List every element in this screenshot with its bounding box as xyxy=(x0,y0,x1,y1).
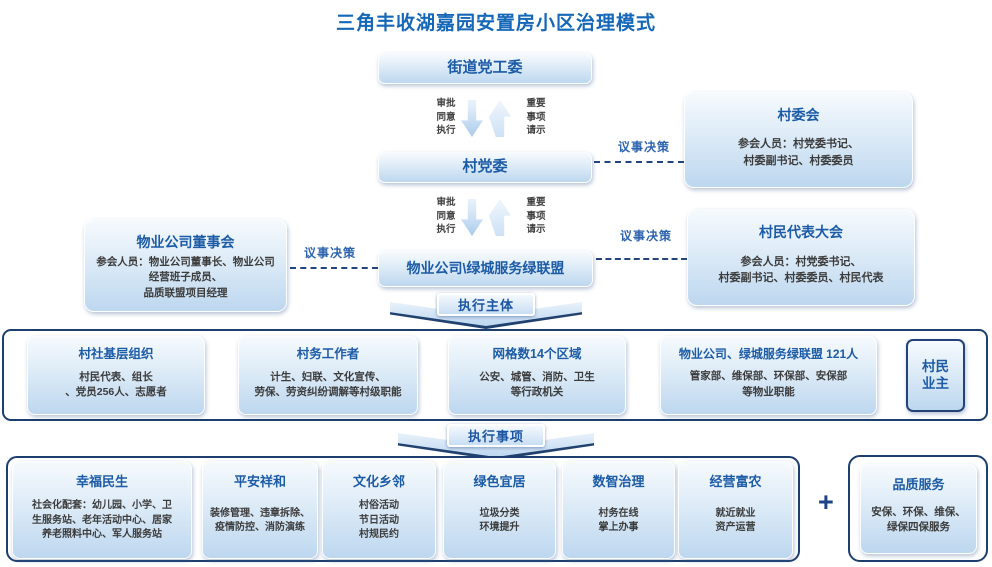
up-arrow-icon xyxy=(489,100,511,137)
executor-card-property-alliance: 物业公司、绿城服务绿联盟 121人 管家部、维保部、环保部、安保部 等物业职能 xyxy=(660,336,877,415)
task-body: 村俗活动 节日活动 村规民约 xyxy=(359,500,399,541)
street-party-committee-label: 街道党工委 xyxy=(447,59,523,77)
task-title: 经营富农 xyxy=(709,474,762,489)
task-title: 数智治理 xyxy=(592,474,645,489)
village-committee-body: 参会人员：村党委书记、 村委副书记、村委委员 xyxy=(738,138,859,167)
task-card-digital-governance: 数智治理 村务在线 掌上办事 xyxy=(562,461,675,559)
property-board-body: 参会人员：物业公司董事长、物业公司 经营班子成员、 品质联盟项目经理 xyxy=(96,255,275,300)
executor-body: 村民代表、组长 、党员256人、志愿者 xyxy=(65,370,167,399)
down-arrow-icon-2 xyxy=(461,199,483,236)
executor-title: 村社基层组织 xyxy=(78,347,154,361)
quality-service-card: 品质服务 安保、环保、维保、 绿保四保服务 xyxy=(860,464,977,554)
exec-subject-label: 执行主体 xyxy=(437,293,535,316)
quality-service-body: 安保、环保、维保、 绿保四保服务 xyxy=(871,505,966,534)
task-card-green-living: 绿色宜居 垃圾分类 环境提升 xyxy=(443,461,556,559)
task-card-safety-harmony: 平安祥和 装修管理、违章拆除、 疫情防控、消防演练 xyxy=(202,461,318,559)
property-alliance-label: 物业公司\绿城服务绿联盟 xyxy=(406,260,565,277)
page-title: 三角丰收湖嘉园安置房小区治理模式 xyxy=(335,13,656,34)
executor-card-grassroots: 村社基层组织 村民代表、组长 、党员256人、志愿者 xyxy=(27,336,205,415)
task-body: 就近就业 资产运营 xyxy=(715,507,756,534)
task-card-cultural-neighborhood: 文化乡邻 村俗活动 节日活动 村规民约 xyxy=(322,461,436,559)
property-board-title: 物业公司董事会 xyxy=(136,234,235,250)
property-alliance-box: 物业公司\绿城服务绿联盟 xyxy=(378,251,593,287)
executor-title: 村务工作者 xyxy=(296,347,360,361)
executor-title: 网格数14个区域 xyxy=(492,347,582,361)
task-title: 幸福民生 xyxy=(75,474,128,489)
task-card-prosperous-farming: 经营富农 就近就业 资产运营 xyxy=(678,461,793,559)
task-body: 村务在线 掌上办事 xyxy=(598,507,639,534)
task-title: 绿色宜居 xyxy=(473,474,526,489)
villager-owner-box: 村民 业主 xyxy=(906,339,965,412)
village-party-committee-label: 村党委 xyxy=(462,158,508,176)
executor-body: 公安、城管、消防、卫生 等行政机关 xyxy=(479,370,595,399)
executor-body: 计生、妇联、文化宣传、 劳保、劳资纠纷调解等村级职能 xyxy=(254,370,402,399)
decision-dashed-line-top-right xyxy=(594,161,684,163)
exec-items-banner: 执行事项 xyxy=(398,424,594,460)
plus-sign: + xyxy=(818,487,834,517)
street-party-committee-box: 街道党工委 xyxy=(378,53,592,84)
task-body: 装修管理、违章拆除、 疫情防控、消防演练 xyxy=(210,507,310,534)
executor-body: 管家部、维保部、环保部、安保部 等物业职能 xyxy=(689,370,848,398)
villager-congress-title: 村民代表大会 xyxy=(759,224,843,240)
executor-card-grid-zones: 网格数14个区域 公安、城管、消防、卫生 等行政机关 xyxy=(448,336,626,415)
decision-label-top-right: 议事决策 xyxy=(617,140,670,154)
village-party-committee-box: 村党委 xyxy=(378,152,592,183)
villager-owner-label: 村民 业主 xyxy=(922,358,949,391)
approval-flow-label: 审批 同意 执行 xyxy=(436,98,456,136)
village-committee-panel: 村委会 参会人员：村党委书记、 村委副书记、村委委员 xyxy=(684,92,913,188)
task-body: 垃圾分类 环境提升 xyxy=(479,507,520,534)
villager-congress-panel: 村民代表大会 参会人员：村党委书记、 村委副书记、村委委员、村民代表 xyxy=(687,209,915,306)
report-flow-label: 重要 事项 请示 xyxy=(526,98,546,136)
task-title: 平安祥和 xyxy=(233,474,286,489)
exec-subject-banner: 执行主体 xyxy=(390,293,582,329)
report-flow-label-2: 重要 事项 请示 xyxy=(526,197,546,235)
village-committee-title: 村委会 xyxy=(777,107,820,123)
task-body: 社会化配套：幼儿园、小学、卫 生服务站、老年活动中心、居家 养老照料中心、军人服… xyxy=(32,500,172,541)
executor-card-village-workers: 村务工作者 计生、妇联、文化宣传、 劳保、劳资纠纷调解等村级职能 xyxy=(238,336,418,415)
exec-items-label: 执行事项 xyxy=(447,424,545,447)
down-arrow-icon xyxy=(461,100,483,137)
villager-congress-body: 参会人员：村党委书记、 村委副书记、村委委员、村民代表 xyxy=(718,255,884,285)
task-card-happy-livelihood: 幸福民生 社会化配套：幼儿园、小学、卫 生服务站、老年活动中心、居家 养老照料中… xyxy=(12,461,192,559)
task-title: 文化乡邻 xyxy=(352,474,405,489)
decision-dashed-line-bottom-right xyxy=(596,258,687,260)
executor-title: 物业公司、绿城服务绿联盟 121人 xyxy=(678,347,859,361)
property-board-panel: 物业公司董事会 参会人员：物业公司董事长、物业公司 经营班子成员、 品质联盟项目… xyxy=(84,219,287,312)
decision-label-left: 议事决策 xyxy=(303,246,356,260)
up-arrow-icon-2 xyxy=(489,199,511,236)
approval-flow-label-2: 审批 同意 执行 xyxy=(436,197,456,235)
decision-label-bottom-right: 议事决策 xyxy=(619,229,672,243)
quality-service-title: 品质服务 xyxy=(892,477,945,492)
decision-dashed-line-left xyxy=(290,267,378,269)
